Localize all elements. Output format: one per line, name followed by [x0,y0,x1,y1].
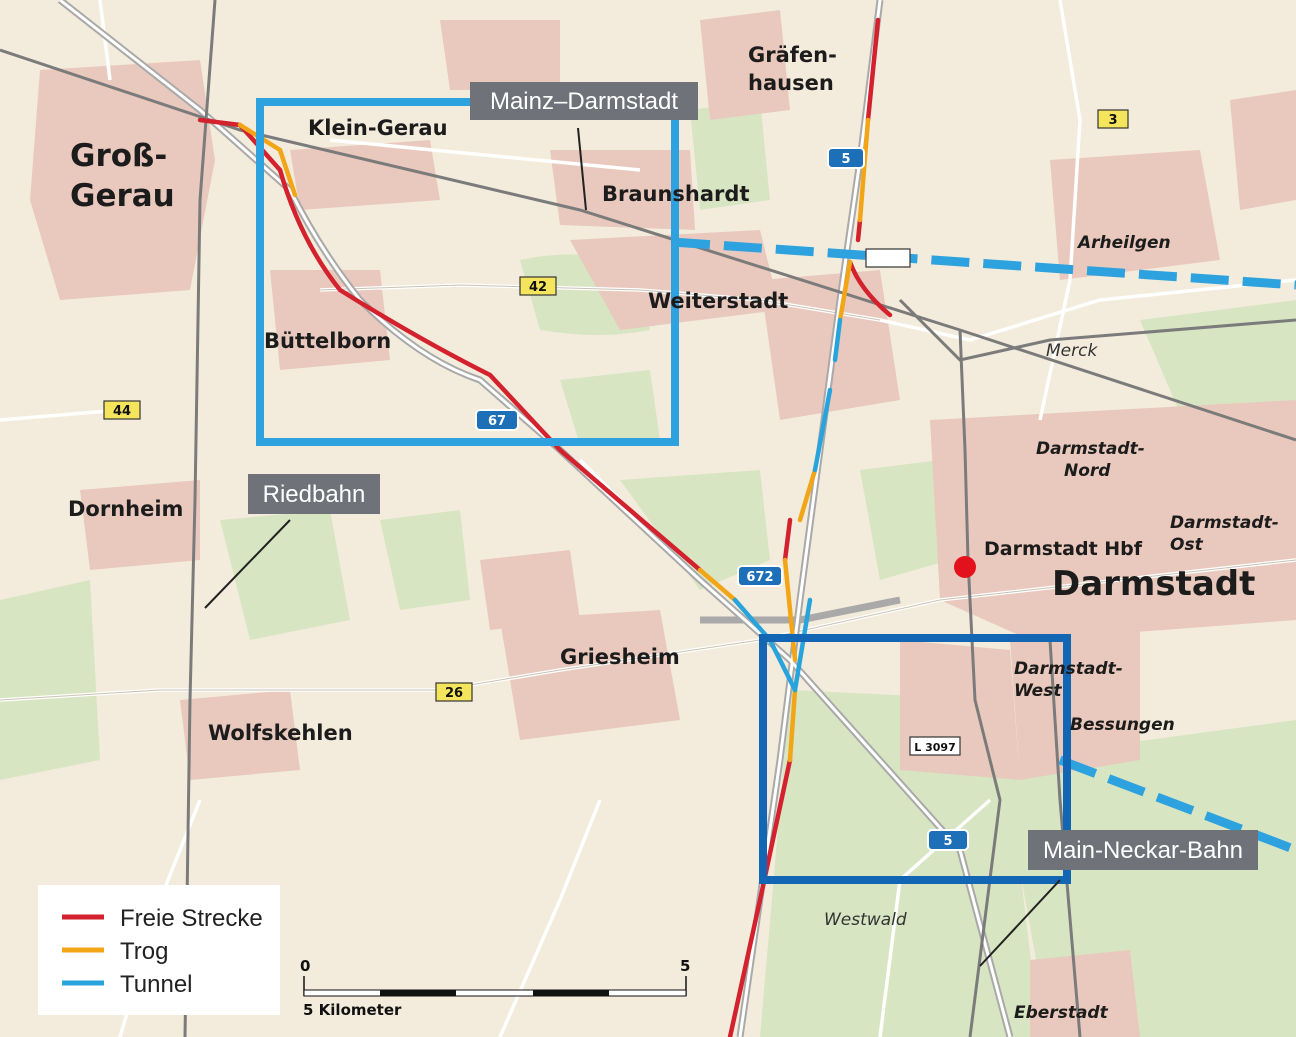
town-eberstadt: Eberstadt [1014,1003,1109,1023]
town-braunshardt: Braunshardt [602,182,749,206]
town-gross-gerau-line2: Gerau [70,178,175,214]
settlement-areas [30,10,1296,1037]
shield-a672: 672 [737,565,783,587]
shield-b42-text: 42 [529,280,547,295]
shield-a672-text: 672 [746,570,773,585]
shield-l3097-text: L 3097 [914,741,955,754]
detail-frame-south [759,634,1071,884]
town-gross-gerau-line1: Groß- [70,138,167,174]
minor-roads-casing [0,284,1296,701]
town-darmstadt: Darmstadt [1052,564,1255,604]
scale-start-label: 0 [300,957,310,975]
shield-b44-text: 44 [113,404,131,419]
railway-label-mainz-darmstadt: Mainz–Darmstadt [470,82,698,211]
railway-label-riedbahn-text: Riedbahn [263,481,366,508]
town-weiterstadt: Weiterstadt [648,289,788,313]
scale-end-label: 5 [680,957,690,975]
railway-label-main-neckar-bahn-text: Main-Neckar-Bahn [1043,837,1243,864]
railway-label-riedbahn: Riedbahn [204,474,380,609]
shield-a5-south-text: 5 [943,834,952,849]
route-trog [237,117,871,763]
legend-label-trog: Trog [120,938,168,965]
shield-l3097: L 3097 [909,736,961,756]
town-wolfskehlen: Wolfskehlen [208,721,353,745]
town-dornheim: Dornheim [68,497,183,521]
town-graefenhausen-line1: Gräfen- [748,43,837,67]
town-darmstadt-west-line2: West [1014,681,1062,701]
town-darmstadt-nord-line1: Darmstadt- [1036,439,1145,459]
scale-bar: 0 5 5 Kilometer [300,957,690,1019]
legend-label-tunnel: Tunnel [120,971,193,998]
station-darmstadt-hbf: Darmstadt Hbf [984,538,1143,560]
shield-a67: 67 [475,409,519,431]
shield-b44: 44 [103,400,141,420]
shield-b42: 42 [519,276,557,296]
town-darmstadt-ost-line1: Darmstadt- [1170,513,1279,533]
poi-westwald: Westwald [824,910,907,930]
town-bessungen: Bessungen [1070,715,1175,735]
route-freie-strecke [197,17,893,1037]
shield-b3: 3 [1097,109,1129,129]
town-arheilgen: Arheilgen [1076,233,1171,253]
town-buettelborn: Büttelborn [264,329,391,353]
town-darmstadt-west-line1: Darmstadt- [1014,659,1123,679]
town-klein-gerau: Klein-Gerau [308,116,448,140]
scale-unit-label: 5 Kilometer [303,1001,402,1019]
poi-merck: Merck [1046,341,1098,361]
town-darmstadt-ost-line2: Ost [1170,535,1204,555]
town-griesheim: Griesheim [560,645,680,669]
shield-a5-north-text: 5 [841,152,850,167]
forest-areas [0,100,1296,1037]
shield-a5-south: 5 [927,829,969,851]
shield-b26: 26 [435,682,473,702]
detail-frame-north [256,98,679,446]
legend: Freie Strecke Trog Tunnel [38,885,280,1015]
town-graefenhausen-line2: hausen [748,71,834,95]
shield-a67-text: 67 [488,414,506,429]
shield-b3-text: 3 [1108,113,1117,128]
station-darmstadt-hbf-marker [954,556,976,578]
shield-a5-north: 5 [827,147,865,169]
town-darmstadt-nord-line2: Nord [1064,461,1111,481]
legend-label-freie-strecke: Freie Strecke [120,905,263,932]
shield-l-top [865,248,911,268]
railway-label-main-neckar-bahn: Main-Neckar-Bahn [979,830,1258,967]
shield-b26-text: 26 [445,686,463,701]
railway-label-mainz-darmstadt-text: Mainz–Darmstadt [490,88,678,115]
